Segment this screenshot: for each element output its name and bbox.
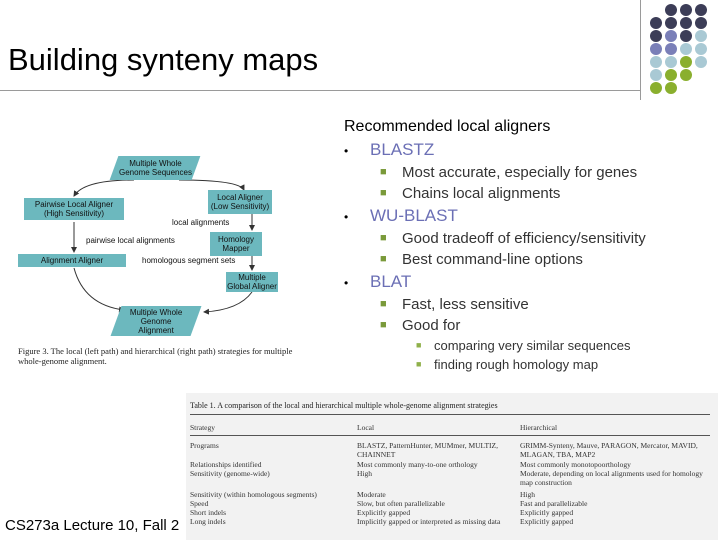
table-cell: High bbox=[357, 469, 372, 478]
decorative-dot bbox=[680, 43, 692, 55]
square-bullet-icon: ■ bbox=[416, 340, 422, 350]
node-global-aligner: Multiple Global Aligner bbox=[226, 272, 278, 292]
square-bullet-icon: ■ bbox=[380, 232, 387, 244]
aligner-item-wu-blast: •WU-BLAST bbox=[344, 206, 458, 225]
node-multiple-genome-sequences: Multiple Whole Genome Sequences bbox=[109, 156, 201, 180]
table-cell: Short indels bbox=[190, 508, 227, 517]
table-cell: Sensitivity (within homologous segments) bbox=[190, 490, 317, 499]
aligner-note: ■Most accurate, especially for genes bbox=[380, 164, 638, 181]
decorative-dot bbox=[680, 56, 692, 68]
comparison-table: Table 1. A comparison of the local and h… bbox=[186, 393, 718, 540]
aligner-note: ■Fast, less sensitive bbox=[380, 296, 529, 313]
table-caption: Table 1. A comparison of the local and h… bbox=[190, 401, 498, 410]
decorative-dot bbox=[680, 17, 692, 29]
aligner-subnote: ■comparing very similar sequences bbox=[416, 338, 631, 353]
arrow-to-pairwise bbox=[73, 179, 135, 197]
square-bullet-icon: ■ bbox=[380, 187, 387, 199]
alignment-strategy-diagram: Multiple Whole Genome Sequences Pairwise… bbox=[14, 140, 314, 372]
aligner-list-header: Recommended local aligners bbox=[344, 118, 551, 135]
bullet-icon: • bbox=[344, 276, 349, 290]
decorative-dot bbox=[650, 30, 662, 42]
table-rule bbox=[190, 435, 710, 436]
aligner-note: ■Chains local alignments bbox=[380, 185, 561, 202]
table-cell: Programs bbox=[190, 441, 219, 450]
decorative-dot bbox=[650, 69, 662, 81]
corner-divider bbox=[640, 0, 641, 100]
table-cell: Explicitly gapped bbox=[520, 508, 574, 517]
aligner-note: ■Good for bbox=[380, 317, 461, 334]
table-header-row: Strategy Local Hierarchical bbox=[190, 423, 714, 433]
decorative-dot bbox=[680, 30, 692, 42]
arrow-to-local bbox=[178, 179, 245, 191]
table-cell: Moderate, depending on local alignments … bbox=[520, 469, 703, 487]
decorative-dot bbox=[665, 56, 677, 68]
node-homology-mapper: Homology Mapper bbox=[210, 232, 262, 256]
decorative-dot bbox=[665, 82, 677, 94]
square-bullet-icon: ■ bbox=[380, 253, 387, 265]
bullet-icon: • bbox=[344, 210, 349, 224]
square-bullet-icon: ■ bbox=[416, 359, 422, 369]
table-cell: Most commonly many-to-one orthology bbox=[357, 460, 478, 469]
node-local-aligner: Local Aligner (Low Sensitivity) bbox=[208, 190, 272, 214]
aligner-item-blat: •BLAT bbox=[344, 272, 412, 291]
aligner-subnote: ■finding rough homology map bbox=[416, 357, 599, 372]
decorative-dot bbox=[665, 4, 677, 16]
decorative-dot bbox=[665, 17, 677, 29]
table-cell: BLASTZ, PatternHunter, MUMmer, MULTIZ, C… bbox=[357, 441, 498, 459]
decorative-dot bbox=[665, 30, 677, 42]
table-cell: GRIMM-Synteny, Mauve, PARAGON, Mercator,… bbox=[520, 441, 698, 459]
table-cell: Fast and parallelizable bbox=[520, 499, 588, 508]
edge-label-pairwise-alignments: pairwise local alignments bbox=[86, 236, 175, 245]
aligner-note: ■Best command-line options bbox=[380, 251, 583, 268]
decorative-dot bbox=[665, 69, 677, 81]
table-cell: Speed bbox=[190, 499, 209, 508]
node-pairwise-local-aligner: Pairwise Local Aligner (High Sensitivity… bbox=[24, 198, 124, 220]
decorative-dot bbox=[665, 43, 677, 55]
title-divider bbox=[0, 90, 640, 91]
table-cell: Moderate bbox=[357, 490, 386, 499]
decorative-dot bbox=[680, 69, 692, 81]
decorative-dot bbox=[680, 4, 692, 16]
square-bullet-icon: ■ bbox=[380, 166, 387, 178]
decorative-dot bbox=[695, 4, 707, 16]
decorative-dot bbox=[650, 56, 662, 68]
decorative-dot bbox=[695, 56, 707, 68]
node-alignment-aligner: Alignment Aligner bbox=[18, 254, 126, 267]
square-bullet-icon: ■ bbox=[380, 298, 387, 310]
figure-caption: Figure 3. The local (left path) and hier… bbox=[18, 346, 293, 366]
aligner-list: Recommended local aligners •BLASTZ ■Most… bbox=[344, 118, 714, 374]
edge-label-local-alignments: local alignments bbox=[172, 218, 230, 227]
decorative-dot bbox=[695, 17, 707, 29]
table-header-cell: Strategy bbox=[190, 423, 215, 432]
table-cell: Explicitly gapped bbox=[520, 517, 574, 526]
table-cell: Slow, but often parallelizable bbox=[357, 499, 445, 508]
decorative-dot bbox=[695, 43, 707, 55]
table-cell: Long indels bbox=[190, 517, 226, 526]
decorative-dot bbox=[650, 17, 662, 29]
slide-footer: CS273a Lecture 10, Fall 2 bbox=[5, 517, 182, 534]
table-cell: Implicitly gapped or interpreted as miss… bbox=[357, 517, 501, 526]
decorative-dot bbox=[650, 43, 662, 55]
table-cell: Sensitivity (genome-wide) bbox=[190, 469, 270, 478]
table-rule bbox=[190, 414, 710, 415]
slide-title: Building synteny maps bbox=[8, 42, 319, 77]
arrow-left-to-bottom bbox=[73, 267, 125, 313]
bullet-icon: • bbox=[344, 144, 349, 158]
aligner-note: ■Good tradeoff of efficiency/sensitivity bbox=[380, 230, 646, 247]
edge-label-homologous-segment-sets: homologous segment sets bbox=[142, 256, 236, 265]
square-bullet-icon: ■ bbox=[380, 319, 387, 331]
table-header-cell: Local bbox=[357, 423, 375, 432]
table-header-cell: Hierarchical bbox=[520, 423, 558, 432]
decorative-dot bbox=[695, 30, 707, 42]
table-cell: High bbox=[520, 490, 535, 499]
table-cell: Relationships identified bbox=[190, 460, 262, 469]
node-multiple-genome-alignment: Multiple Whole Genome Alignment bbox=[110, 306, 202, 336]
diagram-arrows bbox=[71, 179, 255, 315]
decorative-dot bbox=[650, 82, 662, 94]
arrow-right-to-bottom bbox=[203, 291, 253, 315]
aligner-item-blastz: •BLASTZ bbox=[344, 140, 435, 159]
table-cell: Most commonly monotopoorthology bbox=[520, 460, 631, 469]
table-cell: Explicitly gapped bbox=[357, 508, 411, 517]
